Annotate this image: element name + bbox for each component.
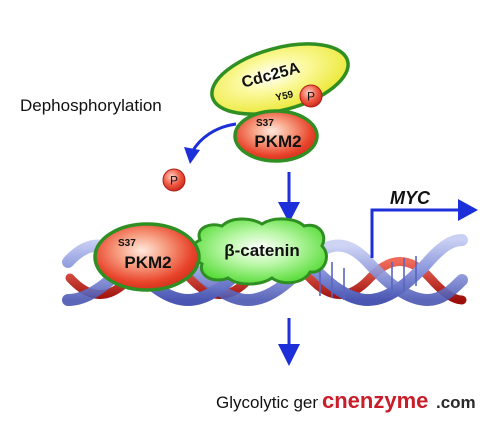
dephosphorylation-label: Dephosphorylation <box>20 96 162 115</box>
watermark-suffix: .com <box>436 393 476 412</box>
beta-catenin-protein: β-catenin <box>191 217 328 286</box>
myc-transcription-arrow <box>370 199 478 258</box>
dephosphorylation-arrowhead <box>184 147 200 164</box>
phosphate-bound-label: P <box>307 90 315 104</box>
translocation-arrow <box>278 172 300 223</box>
transcription-output-arrow <box>278 318 300 366</box>
dephosphorylation-arrow <box>190 122 237 153</box>
pkm2-label-upper: PKM2 <box>254 132 301 151</box>
pkm2-protein-lower: S37 PKM2 <box>93 222 201 292</box>
pkm2-label-lower: PKM2 <box>124 253 171 272</box>
watermark-main: cnenzyme <box>322 388 428 413</box>
phosphate-bound: P <box>299 84 323 108</box>
pkm2-protein-upper: S37 PKM2 <box>233 109 319 163</box>
myc-label: MYC <box>390 188 431 208</box>
glycolytic-genes-label: Glycolytic genes <box>216 393 340 412</box>
phosphate-released: P <box>162 168 186 192</box>
beta-catenin-label: β-catenin <box>224 241 300 260</box>
watermark-logo: cnenzyme .com <box>318 388 500 414</box>
y59-label: Y59 <box>275 89 295 104</box>
s37-label-lower: S37 <box>118 238 136 249</box>
s37-label-upper: S37 <box>256 118 274 129</box>
phosphate-released-label: P <box>170 174 178 188</box>
